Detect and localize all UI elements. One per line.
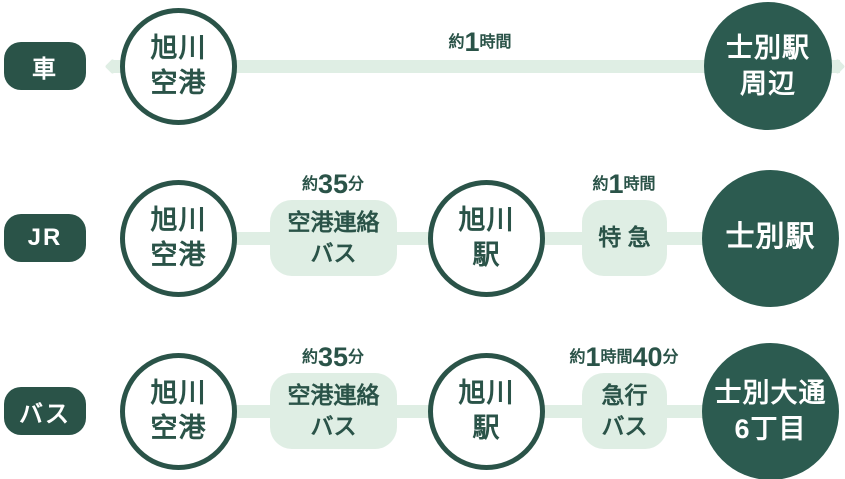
station-node-shibetsu-station-area: 士別駅 周辺 [704,2,832,130]
station-node-asahikawa-airport: 旭川 空港 [120,352,237,470]
station-node-asahikawa-station: 旭川 駅 [428,179,545,297]
station-node-shibetsu-station: 士別駅 [702,169,839,307]
vehicle-name-line: バス [601,413,648,439]
station-name-line: 駅 [472,240,501,270]
vehicle-box-airport-shuttle-bus: 空港連絡 バス [270,200,397,276]
mode-label: バス [19,400,71,428]
station-name-line: 士別駅 [725,221,816,254]
station-node-asahikawa-airport: 旭川 空港 [120,179,237,297]
station-name-line: 士別駅 [726,32,810,63]
station-name-line: 旭川 [150,377,207,408]
vehicle-box-limited-express: 特 急 [582,200,667,276]
mode-pill-jr: JR [4,214,86,262]
station-name-line: 空港 [150,413,207,443]
station-name-line: 6丁目 [734,414,807,444]
station-node-asahikawa-station: 旭川 駅 [428,352,545,470]
vehicle-name-line: 空港連絡 [287,381,380,408]
station-name-line: 周辺 [740,69,796,99]
mode-label: JR [27,224,63,251]
station-node-shibetsu-odori-6chome: 士別大通 6丁目 [702,342,839,479]
route-line [112,59,840,73]
vehicle-name-line: 特 急 [598,224,651,251]
vehicle-box-airport-shuttle-bus: 空港連絡 バス [270,373,397,449]
mode-label: 車 [32,55,58,83]
station-name-line: 旭川 [458,377,515,408]
station-name-line: 旭川 [150,32,207,63]
station-name-line: 旭川 [150,204,207,235]
mode-pill-bus: バス [4,387,86,435]
station-name-line: 空港 [150,68,207,98]
mode-pill-car: 車 [4,42,86,90]
vehicle-name-line: 空港連絡 [287,208,380,235]
vehicle-box-rapid-bus: 急行 バス [582,373,667,449]
station-name-line: 駅 [472,413,501,443]
station-name-line: 旭川 [458,204,515,235]
station-name-line: 空港 [150,240,207,270]
vehicle-name-line: バス [310,413,357,439]
vehicle-name-line: バス [310,240,357,266]
vehicle-name-line: 急行 [601,381,648,408]
station-name-line: 士別大通 [714,377,827,408]
station-node-asahikawa-airport: 旭川 空港 [120,7,237,125]
